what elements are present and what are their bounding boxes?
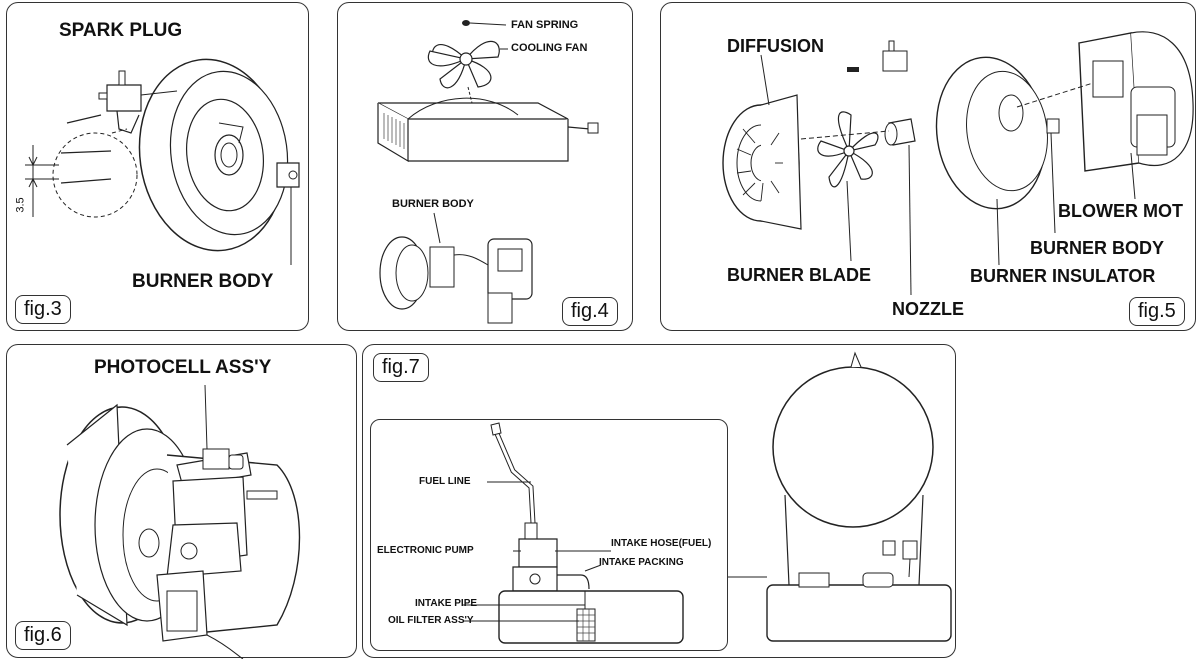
fig5-exploded-burner-drawing bbox=[661, 3, 1197, 332]
gap-dimension-label: 3.5 bbox=[14, 197, 27, 213]
fig6-tag: fig.6 bbox=[15, 621, 71, 650]
fig6-photocell-drawing bbox=[7, 345, 358, 659]
fig3-tag: fig.3 bbox=[15, 295, 71, 324]
fig4-panel: FAN SPRING COOLING FAN BURNER BODY fig.4 bbox=[337, 2, 633, 331]
fig4-burner-body-label: BURNER BODY bbox=[392, 198, 474, 210]
nozzle-label: NOZZLE bbox=[892, 299, 964, 319]
fig3-panel: SPARK PLUG BURNER BODY 3.5 fig.3 bbox=[6, 2, 309, 331]
cooling-fan-label: COOLING FAN bbox=[511, 42, 588, 54]
intake-pipe-label: INTAKE PIPE bbox=[415, 598, 478, 609]
fig5-burner-body-label: BURNER BODY bbox=[1030, 238, 1165, 258]
intake-hose-label: INTAKE HOSE(FUEL) bbox=[611, 538, 712, 549]
fig5-tag: fig.5 bbox=[1129, 297, 1185, 326]
fig7-fuel-system-drawing bbox=[363, 345, 957, 659]
intake-packing-label: INTAKE PACKING bbox=[599, 557, 684, 568]
fig5-panel: DIFFUSION BLOWER MOT BURNER BODY BURNER … bbox=[660, 2, 1196, 331]
fig6-panel: PHOTOCELL ASS'Y fig.6 bbox=[6, 344, 357, 658]
fan-spring-label: FAN SPRING bbox=[511, 19, 579, 31]
electronic-pump-label: ELECTRONIC PUMP bbox=[377, 545, 474, 556]
fig7-panel: fig.7 bbox=[362, 344, 956, 658]
spark-plug-label: SPARK PLUG bbox=[59, 20, 183, 41]
fig4-cooling-fan-drawing bbox=[338, 20, 634, 332]
burner-body-label: BURNER BODY bbox=[132, 271, 274, 292]
oil-filter-label: OIL FILTER ASS'Y bbox=[388, 615, 474, 626]
burner-insulator-label: BURNER INSULATOR bbox=[970, 266, 1156, 286]
fig3-spark-plug-drawing bbox=[7, 3, 310, 332]
fig4-tag: fig.4 bbox=[562, 297, 618, 326]
burner-blade-label: BURNER BLADE bbox=[727, 265, 871, 285]
fuel-line-label: FUEL LINE bbox=[419, 476, 471, 487]
fig7-tag: fig.7 bbox=[373, 353, 429, 382]
photocell-label: PHOTOCELL ASS'Y bbox=[94, 357, 272, 378]
blower-motor-label: BLOWER MOT bbox=[1058, 201, 1183, 221]
diffusion-label: DIFFUSION bbox=[727, 36, 824, 56]
